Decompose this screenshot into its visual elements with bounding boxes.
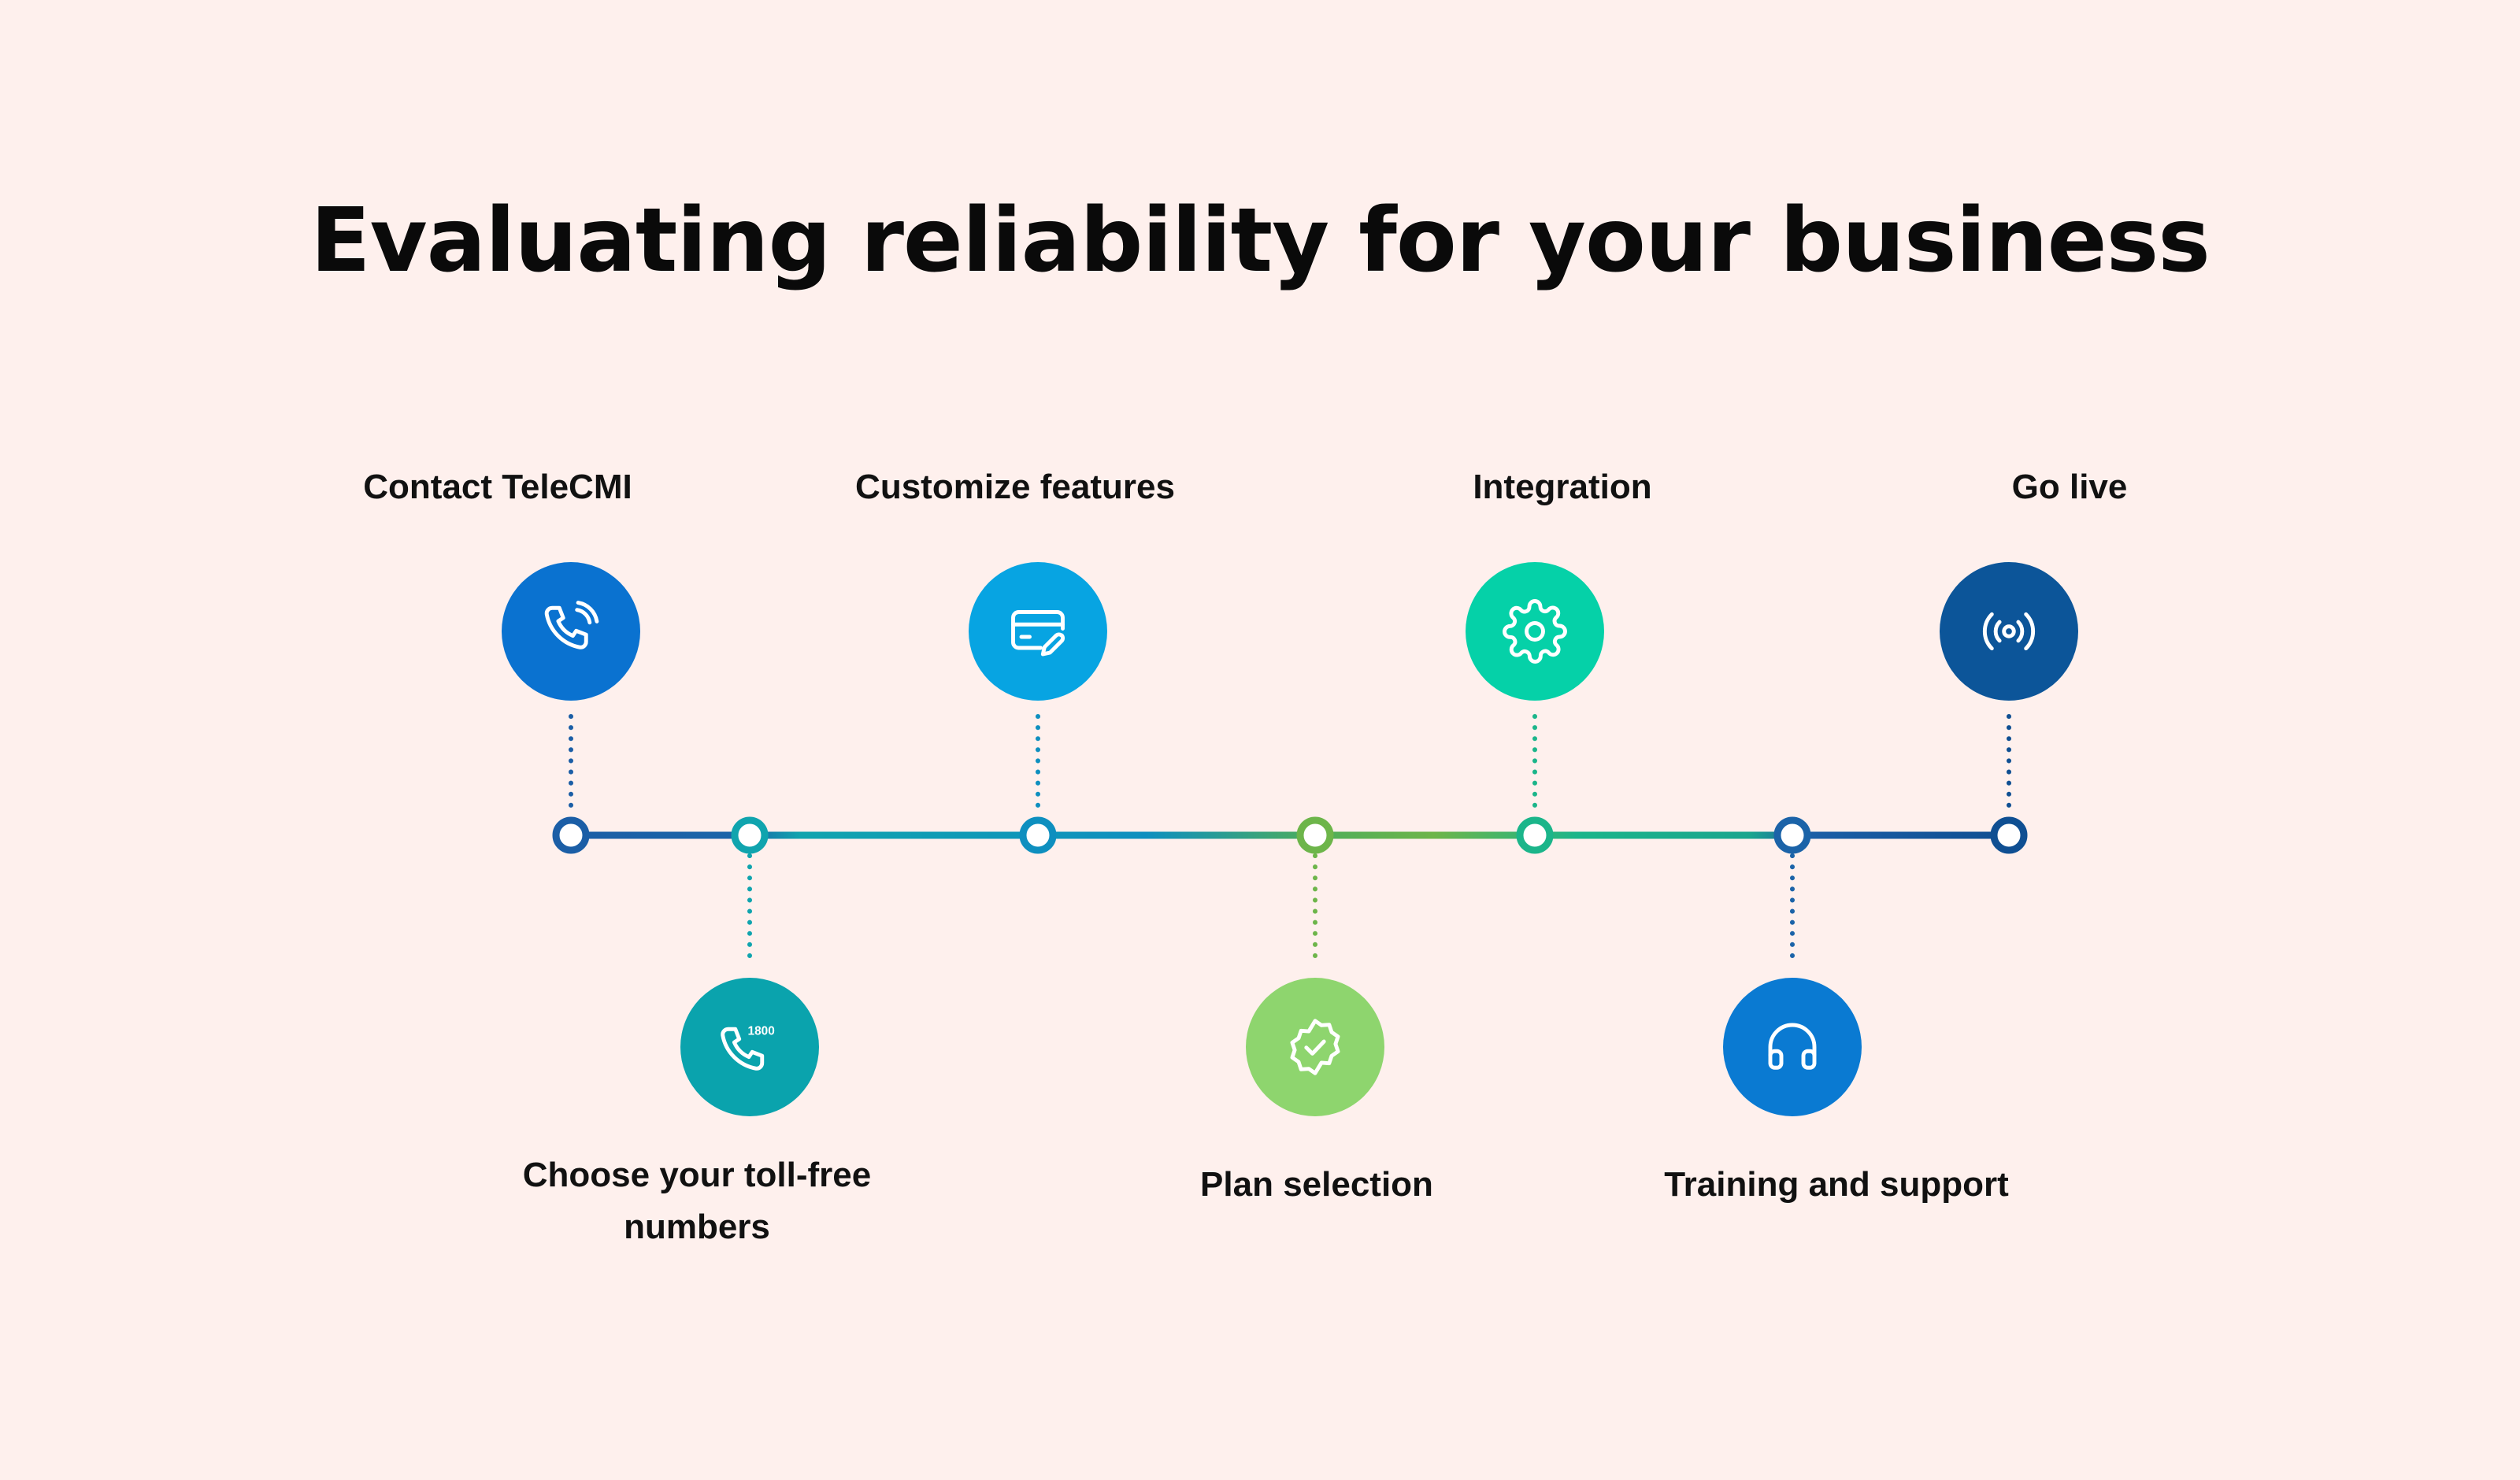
timeline-node-3 (1019, 816, 1057, 854)
step-icon-plan-selection (1246, 978, 1384, 1116)
step-icon-go-live (1940, 562, 2078, 701)
timeline-node-5 (1516, 816, 1554, 854)
step-icon-training-and-support (1723, 978, 1862, 1116)
headphones-icon (1768, 1023, 1817, 1070)
gear-icon (1503, 599, 1567, 664)
step-label-plan-selection: Plan selection (1200, 1165, 1433, 1204)
step-label-customize-features: Customize features (855, 468, 1175, 506)
step-label-go-live: Go live (2011, 468, 2128, 506)
timeline-node-2 (731, 816, 769, 854)
toll-free-number-text: 1800 (748, 1025, 775, 1038)
verified-badge-icon (1290, 1019, 1340, 1075)
step-icon-contact-telecmi (502, 562, 640, 701)
step-icon-choose-toll-free-numbers: 1800 (680, 978, 819, 1116)
step-icon-integration (1466, 562, 1604, 701)
timeline-node-4 (1296, 816, 1334, 854)
step-label-choose-toll-free-numbers: Choose your toll-free numbers (522, 1156, 872, 1246)
card-edit-icon (1011, 610, 1065, 657)
phone-ringing-icon (544, 601, 599, 649)
page-title: Evaluating reliability for your business (310, 190, 2211, 292)
timeline-node-1 (552, 816, 590, 854)
timeline-node-7 (1990, 816, 2028, 854)
step-label-training-and-support: Training and support (1664, 1165, 2009, 1204)
broadcast-icon (1982, 612, 2036, 651)
phone-1800-icon: 1800 (721, 1025, 775, 1071)
timeline-node-6 (1773, 816, 1811, 854)
step-label-contact-telecmi: Contact TeleCMI (363, 468, 632, 506)
step-icon-customize-features (969, 562, 1107, 701)
step-label-integration: Integration (1473, 468, 1652, 506)
